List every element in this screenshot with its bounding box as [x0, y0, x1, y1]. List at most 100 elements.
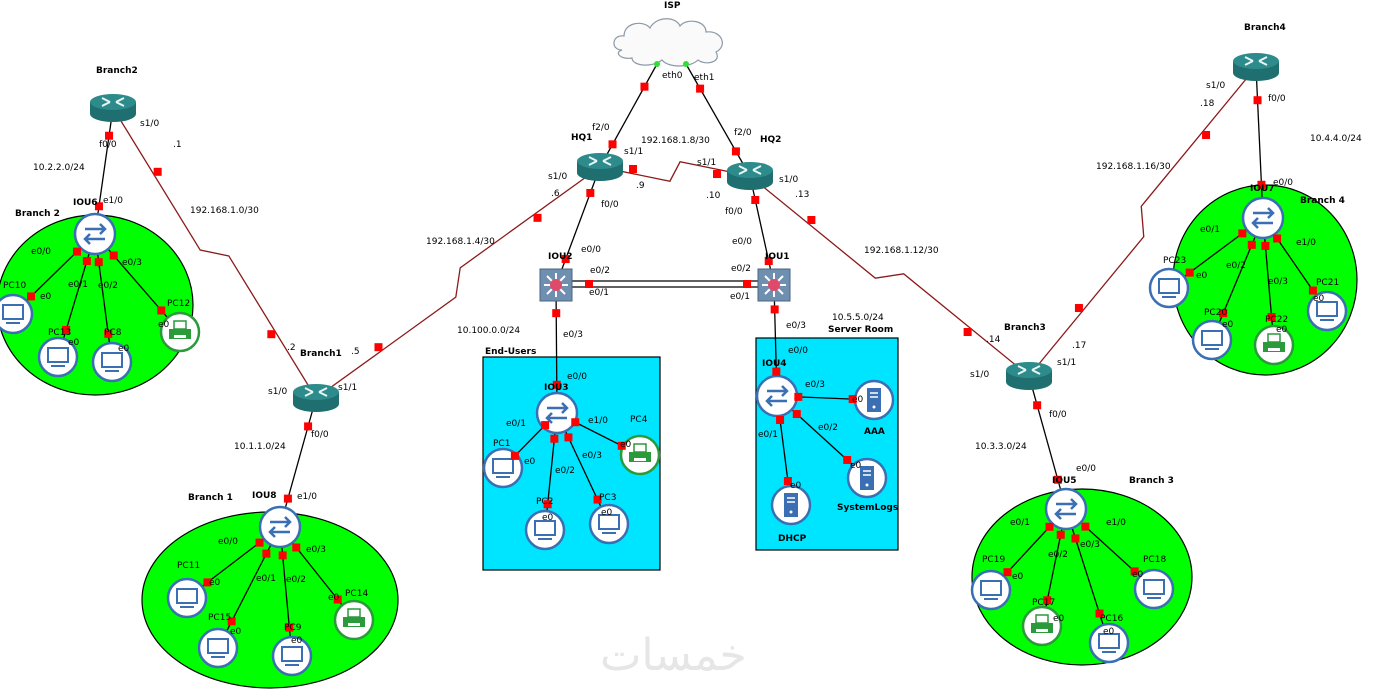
port-marker[interactable]	[255, 538, 264, 547]
link-branch1-iou8[interactable]	[279, 397, 317, 528]
router-branch2[interactable]	[90, 94, 136, 122]
port-marker[interactable]	[541, 421, 550, 430]
router-branch1[interactable]	[293, 384, 339, 412]
port-marker[interactable]	[783, 477, 792, 486]
port-marker[interactable]	[1033, 401, 1042, 410]
switch-iou4[interactable]	[755, 374, 799, 418]
port-marker[interactable]	[62, 325, 71, 334]
port-marker[interactable]	[1185, 268, 1194, 277]
port-marker[interactable]	[1238, 229, 1247, 238]
port-marker[interactable]	[203, 578, 212, 587]
link-branch4-branch3[interactable]	[1028, 66, 1257, 377]
port-marker[interactable]	[843, 455, 852, 464]
port-marker[interactable]	[543, 500, 552, 509]
port-marker[interactable]	[304, 422, 313, 431]
host-pc17[interactable]	[1021, 605, 1063, 647]
port-marker[interactable]	[1202, 130, 1211, 139]
port-marker[interactable]	[963, 328, 972, 336]
link-hq1-branch1[interactable]	[315, 166, 601, 399]
port-marker[interactable]	[571, 418, 580, 427]
link-hq2-iou1[interactable]	[749, 175, 775, 286]
router-branch4[interactable]	[1233, 53, 1279, 81]
switch-iou8[interactable]	[258, 505, 302, 549]
port-marker[interactable]	[552, 309, 561, 318]
link-isp-hq1[interactable]	[599, 63, 658, 168]
host-pc14[interactable]	[333, 599, 375, 641]
port-marker[interactable]	[285, 623, 294, 632]
link-iou6-pc13[interactable]	[57, 233, 96, 358]
port-marker[interactable]	[283, 494, 292, 503]
link-branch4-iou7[interactable]	[1255, 66, 1264, 219]
port-marker[interactable]	[593, 495, 602, 504]
host-pc2[interactable]	[524, 509, 566, 551]
port-marker[interactable]	[1053, 475, 1062, 484]
link-iou6-pc8[interactable]	[94, 233, 113, 363]
port-marker[interactable]	[94, 202, 103, 211]
port-marker[interactable]	[333, 595, 342, 604]
host-pc10[interactable]	[0, 293, 34, 335]
port-marker[interactable]	[1095, 609, 1104, 618]
host-pc21[interactable]	[1306, 290, 1348, 332]
host-pc12[interactable]	[159, 311, 201, 353]
host-pc11[interactable]	[166, 577, 208, 619]
port-marker[interactable]	[105, 131, 114, 140]
link-iou5-pc16[interactable]	[1065, 508, 1110, 644]
port-marker[interactable]	[1247, 240, 1256, 249]
link-iou8-pc15[interactable]	[217, 526, 281, 649]
port-marker[interactable]	[585, 280, 593, 288]
switch-iou7[interactable]	[1241, 196, 1285, 240]
port-marker[interactable]	[510, 451, 519, 460]
l3switch-iou1[interactable]	[757, 268, 791, 302]
port-marker[interactable]	[1071, 534, 1080, 543]
port-marker[interactable]	[267, 330, 276, 339]
port-marker[interactable]	[1261, 241, 1270, 250]
link-iou8-pc9[interactable]	[279, 526, 293, 657]
port-marker[interactable]	[1056, 530, 1065, 539]
port-marker[interactable]	[157, 306, 166, 315]
port-marker[interactable]	[550, 434, 559, 443]
port-marker[interactable]	[72, 247, 81, 256]
switch-iou5[interactable]	[1044, 487, 1088, 531]
host-pc16[interactable]	[1088, 622, 1130, 664]
port-marker[interactable]	[772, 367, 781, 376]
host-pc9[interactable]	[271, 635, 313, 677]
switch-iou6[interactable]	[73, 212, 117, 256]
port-marker[interactable]	[104, 329, 113, 338]
port-marker[interactable]	[227, 617, 236, 626]
port-marker[interactable]	[743, 280, 751, 288]
port-marker[interactable]	[533, 213, 542, 222]
port-marker[interactable]	[776, 415, 785, 424]
port-marker[interactable]	[1253, 96, 1262, 105]
port-marker[interactable]	[278, 551, 287, 560]
port-marker[interactable]	[731, 147, 740, 156]
port-marker[interactable]	[94, 258, 103, 267]
port-marker[interactable]	[1074, 304, 1083, 313]
port-marker[interactable]	[713, 170, 721, 179]
port-marker[interactable]	[1257, 180, 1266, 189]
port-marker[interactable]	[792, 410, 801, 419]
host-pc23[interactable]	[1148, 267, 1190, 309]
l3switch-iou2[interactable]	[539, 268, 573, 302]
host-pc3[interactable]	[588, 503, 630, 545]
port-marker[interactable]	[1273, 234, 1282, 243]
port-marker[interactable]	[374, 343, 383, 352]
link-branch2-branch1[interactable]	[112, 107, 317, 399]
host-dhcp[interactable]	[770, 484, 812, 526]
port-marker[interactable]	[153, 167, 162, 176]
port-marker[interactable]	[552, 380, 561, 389]
port-marker[interactable]	[1043, 596, 1052, 605]
link-iou6-pc12[interactable]	[94, 233, 181, 333]
port-marker[interactable]	[1045, 522, 1054, 531]
port-marker[interactable]	[629, 164, 637, 173]
port-marker[interactable]	[1308, 286, 1317, 295]
host-pc13[interactable]	[37, 336, 79, 378]
port-marker[interactable]	[1219, 309, 1228, 318]
port-marker[interactable]	[27, 292, 36, 301]
port-marker[interactable]	[848, 395, 857, 404]
link-hq2-branch3[interactable]	[749, 175, 1030, 377]
port-marker[interactable]	[1130, 567, 1139, 576]
port-marker[interactable]	[1081, 522, 1090, 531]
host-pc8[interactable]	[91, 341, 133, 383]
port-marker[interactable]	[764, 257, 773, 266]
link-isp-hq2[interactable]	[685, 63, 751, 177]
